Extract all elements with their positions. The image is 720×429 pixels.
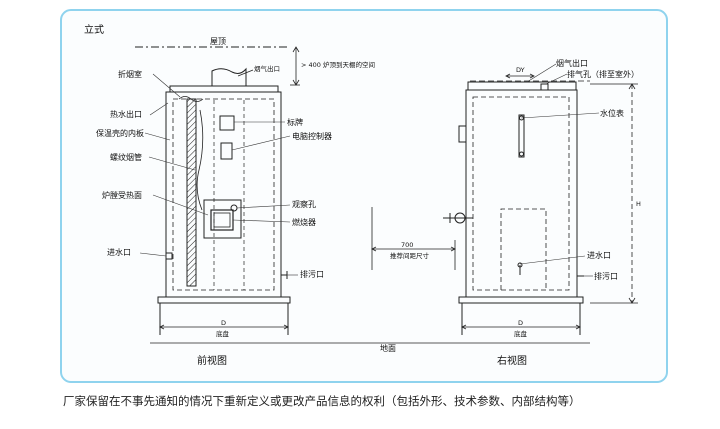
- disclaimer-note: 厂家保留在不事先通知的情况下重新定义或更改产品信息的权利（包括外形、技术参数、内…: [63, 394, 581, 408]
- caption-side-view: 右视图: [497, 354, 527, 367]
- label-vent: 排气孔（排至室外）: [567, 69, 639, 79]
- label-smoke-chamber: 折烟室: [118, 69, 142, 79]
- label-roof: 屋顶: [210, 37, 226, 46]
- label-base-front: 底盘: [216, 329, 230, 338]
- label-burner: 燃烧器: [292, 217, 316, 227]
- label-spacing: 推荐间距尺寸: [390, 251, 430, 260]
- label-dim-d-front: D: [221, 319, 226, 327]
- label-flue-outlet-side: 烟气出口: [556, 58, 588, 68]
- label-drain-side: 排污口: [594, 271, 618, 281]
- insulation-wall: [186, 98, 197, 287]
- nameplate: [219, 115, 235, 131]
- label-furnace-heating-surface: 炉膛受热面: [102, 190, 142, 200]
- label-dim-d-side: D: [518, 319, 523, 327]
- label-control-box: 电脑控制器: [292, 131, 332, 141]
- label-drain-front: 排污口: [300, 269, 324, 279]
- label-insulation-shell: 保温壳的内板: [96, 128, 144, 138]
- burner-box: [203, 199, 242, 239]
- water-level-gauge: [518, 114, 525, 158]
- panel-title: 立式: [84, 23, 104, 36]
- side-view: [443, 73, 638, 335]
- label-hot-water-outlet: 热水出口: [110, 109, 142, 119]
- label-water-inlet-side: 进水口: [587, 250, 611, 260]
- front-view: [135, 46, 300, 335]
- label-flue-outlet-front: 烟气出口: [254, 64, 280, 73]
- flue-pipe: [211, 67, 247, 86]
- caption-front-view: 前视图: [197, 354, 227, 367]
- label-nameplate: 标牌: [287, 117, 303, 127]
- label-dim-h: H: [636, 200, 641, 208]
- label-water-level: 水位表: [600, 108, 624, 118]
- label-spiral-flue: 螺纹烟管: [110, 152, 142, 162]
- label-spacing-value: 700: [401, 241, 413, 249]
- label-base-side: 底盘: [514, 329, 528, 338]
- label-clearance: > 400 炉顶到天棚的空间: [301, 60, 375, 69]
- label-sight-hole: 观察孔: [292, 199, 316, 209]
- label-water-inlet-front: 进水口: [107, 247, 131, 257]
- label-dim-dy: DY: [516, 66, 525, 74]
- base-front: [157, 296, 291, 304]
- control-box: [220, 142, 233, 160]
- label-ground: 地面: [380, 343, 396, 353]
- diagram-panel: [60, 9, 668, 383]
- base-side: [458, 296, 584, 304]
